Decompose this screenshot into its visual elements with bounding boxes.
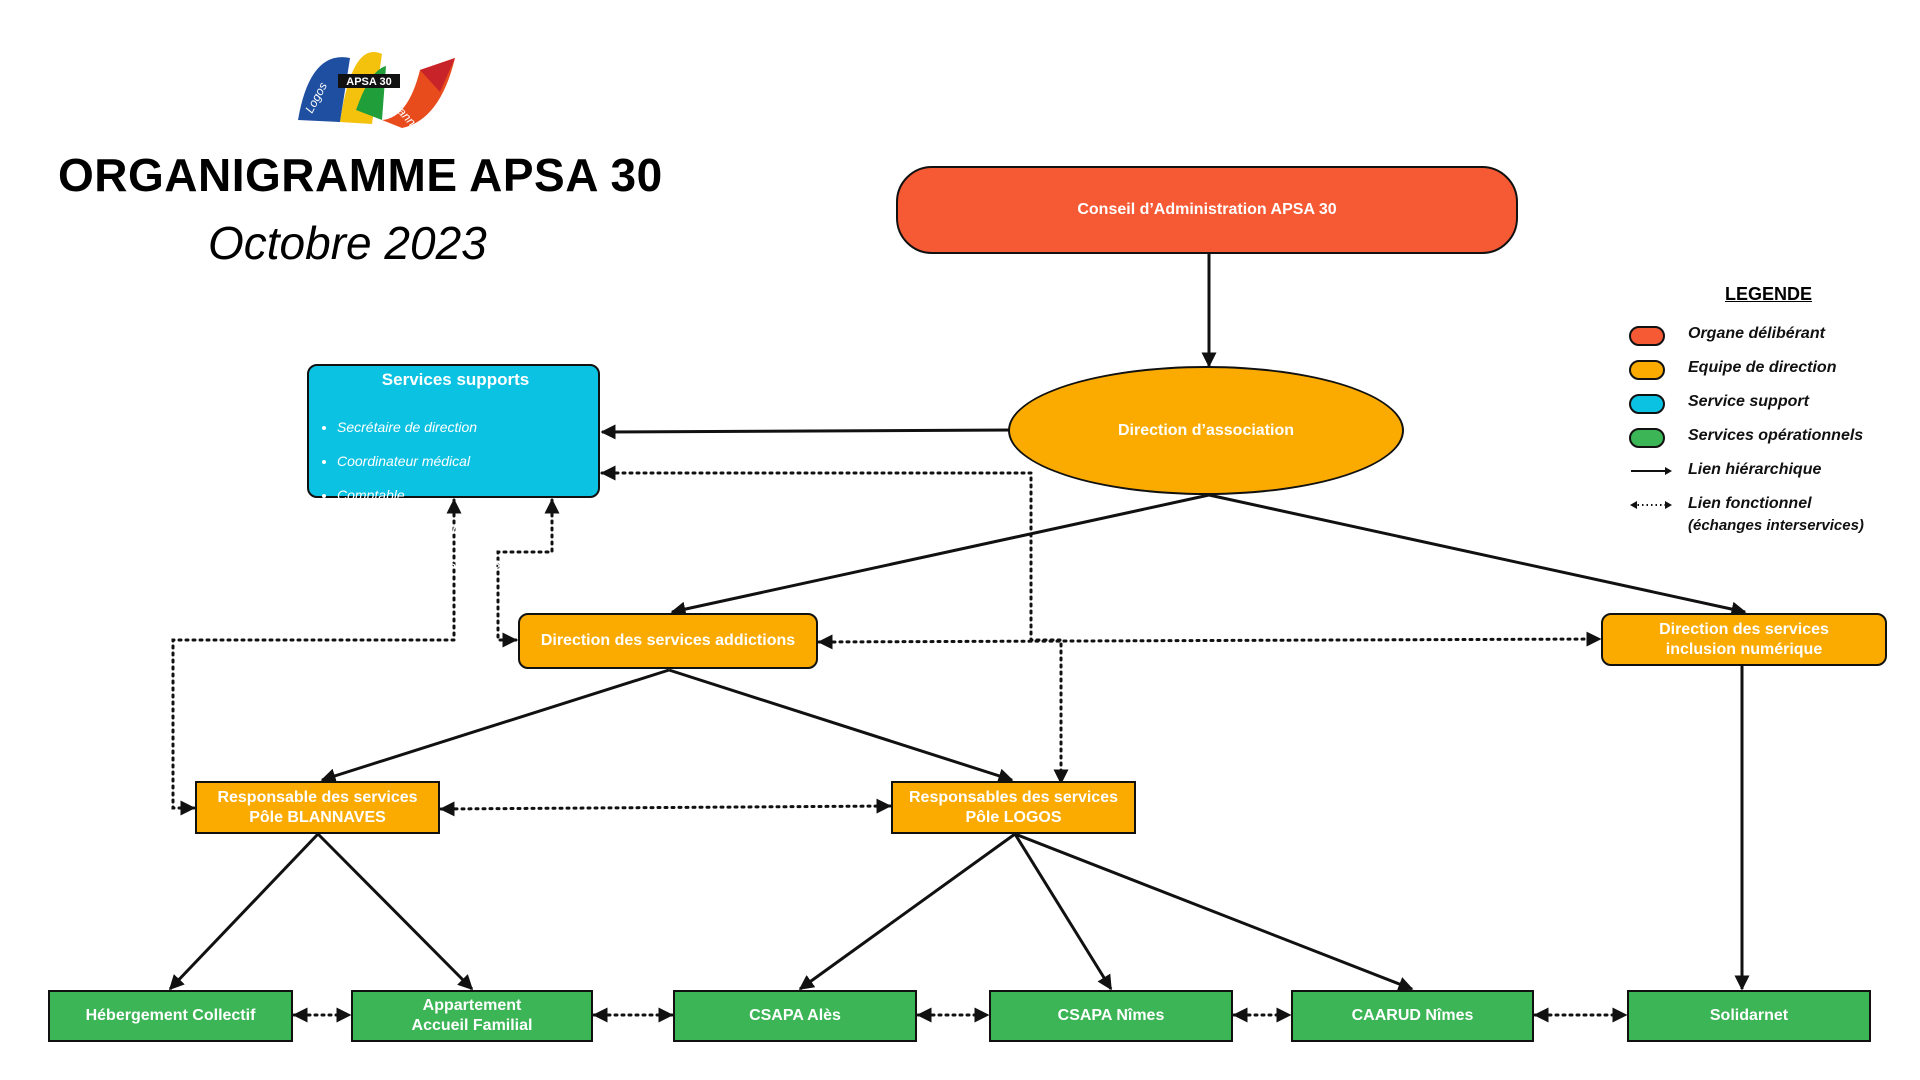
node-solidarnet: Solidarnet <box>1627 990 1871 1042</box>
node-appartement-accueil-familial: Appartement Accueil Familial <box>351 990 593 1042</box>
supports-item: Comptable <box>337 487 588 504</box>
node-resp-blannaves: Responsable des services Pôle BLANNAVES <box>195 781 440 834</box>
legend-label: Lien hiérarchique <box>1688 461 1822 478</box>
node-label: Direction des services addictions <box>540 632 796 649</box>
node-label: CSAPA Nîmes <box>1057 1007 1165 1024</box>
node-label: Hébergement Collectif <box>85 1007 256 1024</box>
node-caarud-nimes: CAARUD Nîmes <box>1291 990 1534 1042</box>
supports-item: Coordinateur médical <box>337 453 588 470</box>
link-direction-inclusion <box>1208 493 1747 617</box>
supports-item: Chargé de communication <box>337 521 588 538</box>
node-direction-inclusion: Direction des services inclusion numériq… <box>1601 613 1887 666</box>
node-direction-addictions: Direction des services addictions <box>518 613 818 669</box>
legend-label: Equipe de direction <box>1688 359 1837 376</box>
link-blannaves-hebergement <box>168 832 320 991</box>
link-logos-csapa-ales <box>798 832 1016 991</box>
node-conseil-administration: Conseil d’Administration APSA 30 <box>896 166 1518 254</box>
node-csapa-ales: CSAPA Alès <box>673 990 917 1042</box>
link-logos-caarud <box>1014 832 1414 992</box>
node-services-supports: Services supports Secrétaire de directio… <box>307 364 600 571</box>
legend-item-direction: Equipe de direction <box>1625 357 1915 381</box>
legend-label: Organe délibérant <box>1688 325 1825 342</box>
supports-item: Responsable des services techniques <box>337 555 588 572</box>
node-label: Direction d’association <box>1117 421 1295 439</box>
flink-addictions-inclusion <box>817 631 1602 650</box>
supports-item: Secrétaire de direction <box>337 419 588 436</box>
supports-title: Services supports <box>381 370 530 389</box>
link-addictions-logos <box>668 668 1014 784</box>
link-logos-csapa-nimes <box>1013 833 1113 991</box>
legend-item-fonctionnel: Lien fonctionnel (échanges interservices… <box>1625 493 1915 539</box>
legend-item-hierarchique: Lien hiérarchique <box>1625 459 1915 483</box>
node-label: Responsable des services Pôle BLANNAVES <box>217 788 418 826</box>
logo-darkred-band <box>420 58 455 92</box>
dotted-arrow-icon <box>1630 501 1672 509</box>
legend-label: Services opérationnels <box>1688 427 1864 444</box>
page-title: ORGANIGRAMME APSA 30 <box>58 149 663 201</box>
legend-item-organe: Organe délibérant <box>1625 323 1915 347</box>
link-addictions-blannaves <box>320 668 670 784</box>
flink-supports-addictions <box>496 498 560 648</box>
link-direction-addictions <box>670 493 1210 617</box>
legend-sublabel: (échanges interservices) <box>1688 517 1864 534</box>
legend-label: Lien fonctionnel <box>1688 495 1812 512</box>
solid-arrow-icon <box>1631 467 1672 475</box>
flink-blannaves-logos <box>439 798 892 817</box>
node-label: Appartement Accueil Familial <box>411 997 533 1034</box>
legend-swatch-blue <box>1629 394 1665 414</box>
legend-item-support: Service support <box>1625 391 1915 415</box>
flink-supports-blannaves <box>171 498 462 816</box>
node-label: CAARUD Nîmes <box>1351 1007 1474 1024</box>
link-blannaves-appartement <box>316 832 474 991</box>
legend-swatch-orange <box>1629 360 1665 380</box>
supports-list: Secrétaire de direction Coordinateur méd… <box>323 402 588 589</box>
node-direction-association: Direction d’association <box>1008 366 1404 495</box>
node-label: CSAPA Alès <box>749 1007 841 1024</box>
apsa30-logo: APSA 30 Logos Blannaves <box>298 51 455 130</box>
node-label: Solidarnet <box>1709 1007 1789 1024</box>
node-resp-logos: Responsables des services Pôle LOGOS <box>891 781 1136 834</box>
link-direction-supports <box>600 424 1013 440</box>
page-subtitle: Octobre 2023 <box>208 217 487 269</box>
legend-title: LEGENDE <box>1725 284 1813 304</box>
node-label: Responsables des services Pôle LOGOS <box>908 788 1118 826</box>
legend-item-operationnels: Services opérationnels <box>1625 425 1915 449</box>
node-csapa-nimes: CSAPA Nîmes <box>989 990 1233 1042</box>
legend-swatch-red <box>1629 326 1665 346</box>
logo-center-text: APSA 30 <box>346 76 391 88</box>
node-label: Conseil d’Administration APSA 30 <box>1077 201 1337 218</box>
node-label: Direction des services inclusion numériq… <box>1659 620 1829 658</box>
node-hebergement-collectif: Hébergement Collectif <box>48 990 293 1042</box>
legend-label: Service support <box>1688 393 1809 410</box>
logo-black-bar <box>338 74 400 88</box>
legend-swatch-green <box>1629 428 1665 448</box>
logo-blue-band <box>298 57 350 122</box>
